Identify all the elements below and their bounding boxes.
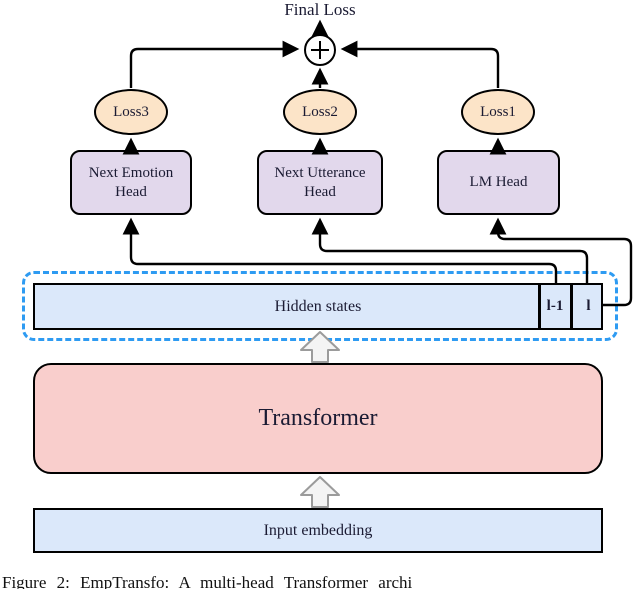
- hidden-state-cell-l-minus-1: l-1: [546, 298, 564, 314]
- loss2-label: Loss2: [302, 103, 338, 120]
- next-utterance-head-node: Next Utterance Head: [257, 150, 383, 215]
- arrow-loss3-to-sum: [129, 40, 300, 88]
- lm-head-label: LM Head: [469, 174, 528, 191]
- loss3-label: Loss3: [113, 103, 149, 120]
- lm-head-node: LM Head: [437, 150, 560, 215]
- transformer-block: Transformer: [33, 363, 603, 474]
- transformer-label: Transformer: [258, 405, 378, 431]
- input-embedding-label: Input embedding: [263, 521, 373, 539]
- loss1-label: Loss1: [480, 103, 516, 120]
- loss1-node: Loss1: [461, 89, 535, 135]
- cell-divider: [570, 285, 573, 328]
- cell-divider: [538, 285, 541, 328]
- hidden-states-bar: Hidden states l-1 l: [33, 283, 603, 330]
- next-utterance-head-label: Next Utterance Head: [274, 164, 366, 200]
- figure-caption: Figure 2: EmpTransfo: A multi-head Trans…: [2, 573, 413, 589]
- plus-circle-icon: [304, 34, 336, 66]
- up-block-arrow-icon: [300, 476, 340, 508]
- next-emotion-head-node: Next Emotion Head: [70, 150, 192, 215]
- hidden-state-cell-l: l: [586, 298, 591, 314]
- loss3-node: Loss3: [94, 89, 168, 135]
- input-embedding-block: Input embedding: [33, 508, 603, 553]
- arrow-loss1-to-sum: [340, 40, 500, 88]
- loss2-node: Loss2: [283, 89, 357, 135]
- final-loss-label: Final Loss: [284, 0, 356, 19]
- hidden-states-label: Hidden states: [274, 297, 362, 315]
- next-emotion-head-label: Next Emotion Head: [88, 164, 174, 200]
